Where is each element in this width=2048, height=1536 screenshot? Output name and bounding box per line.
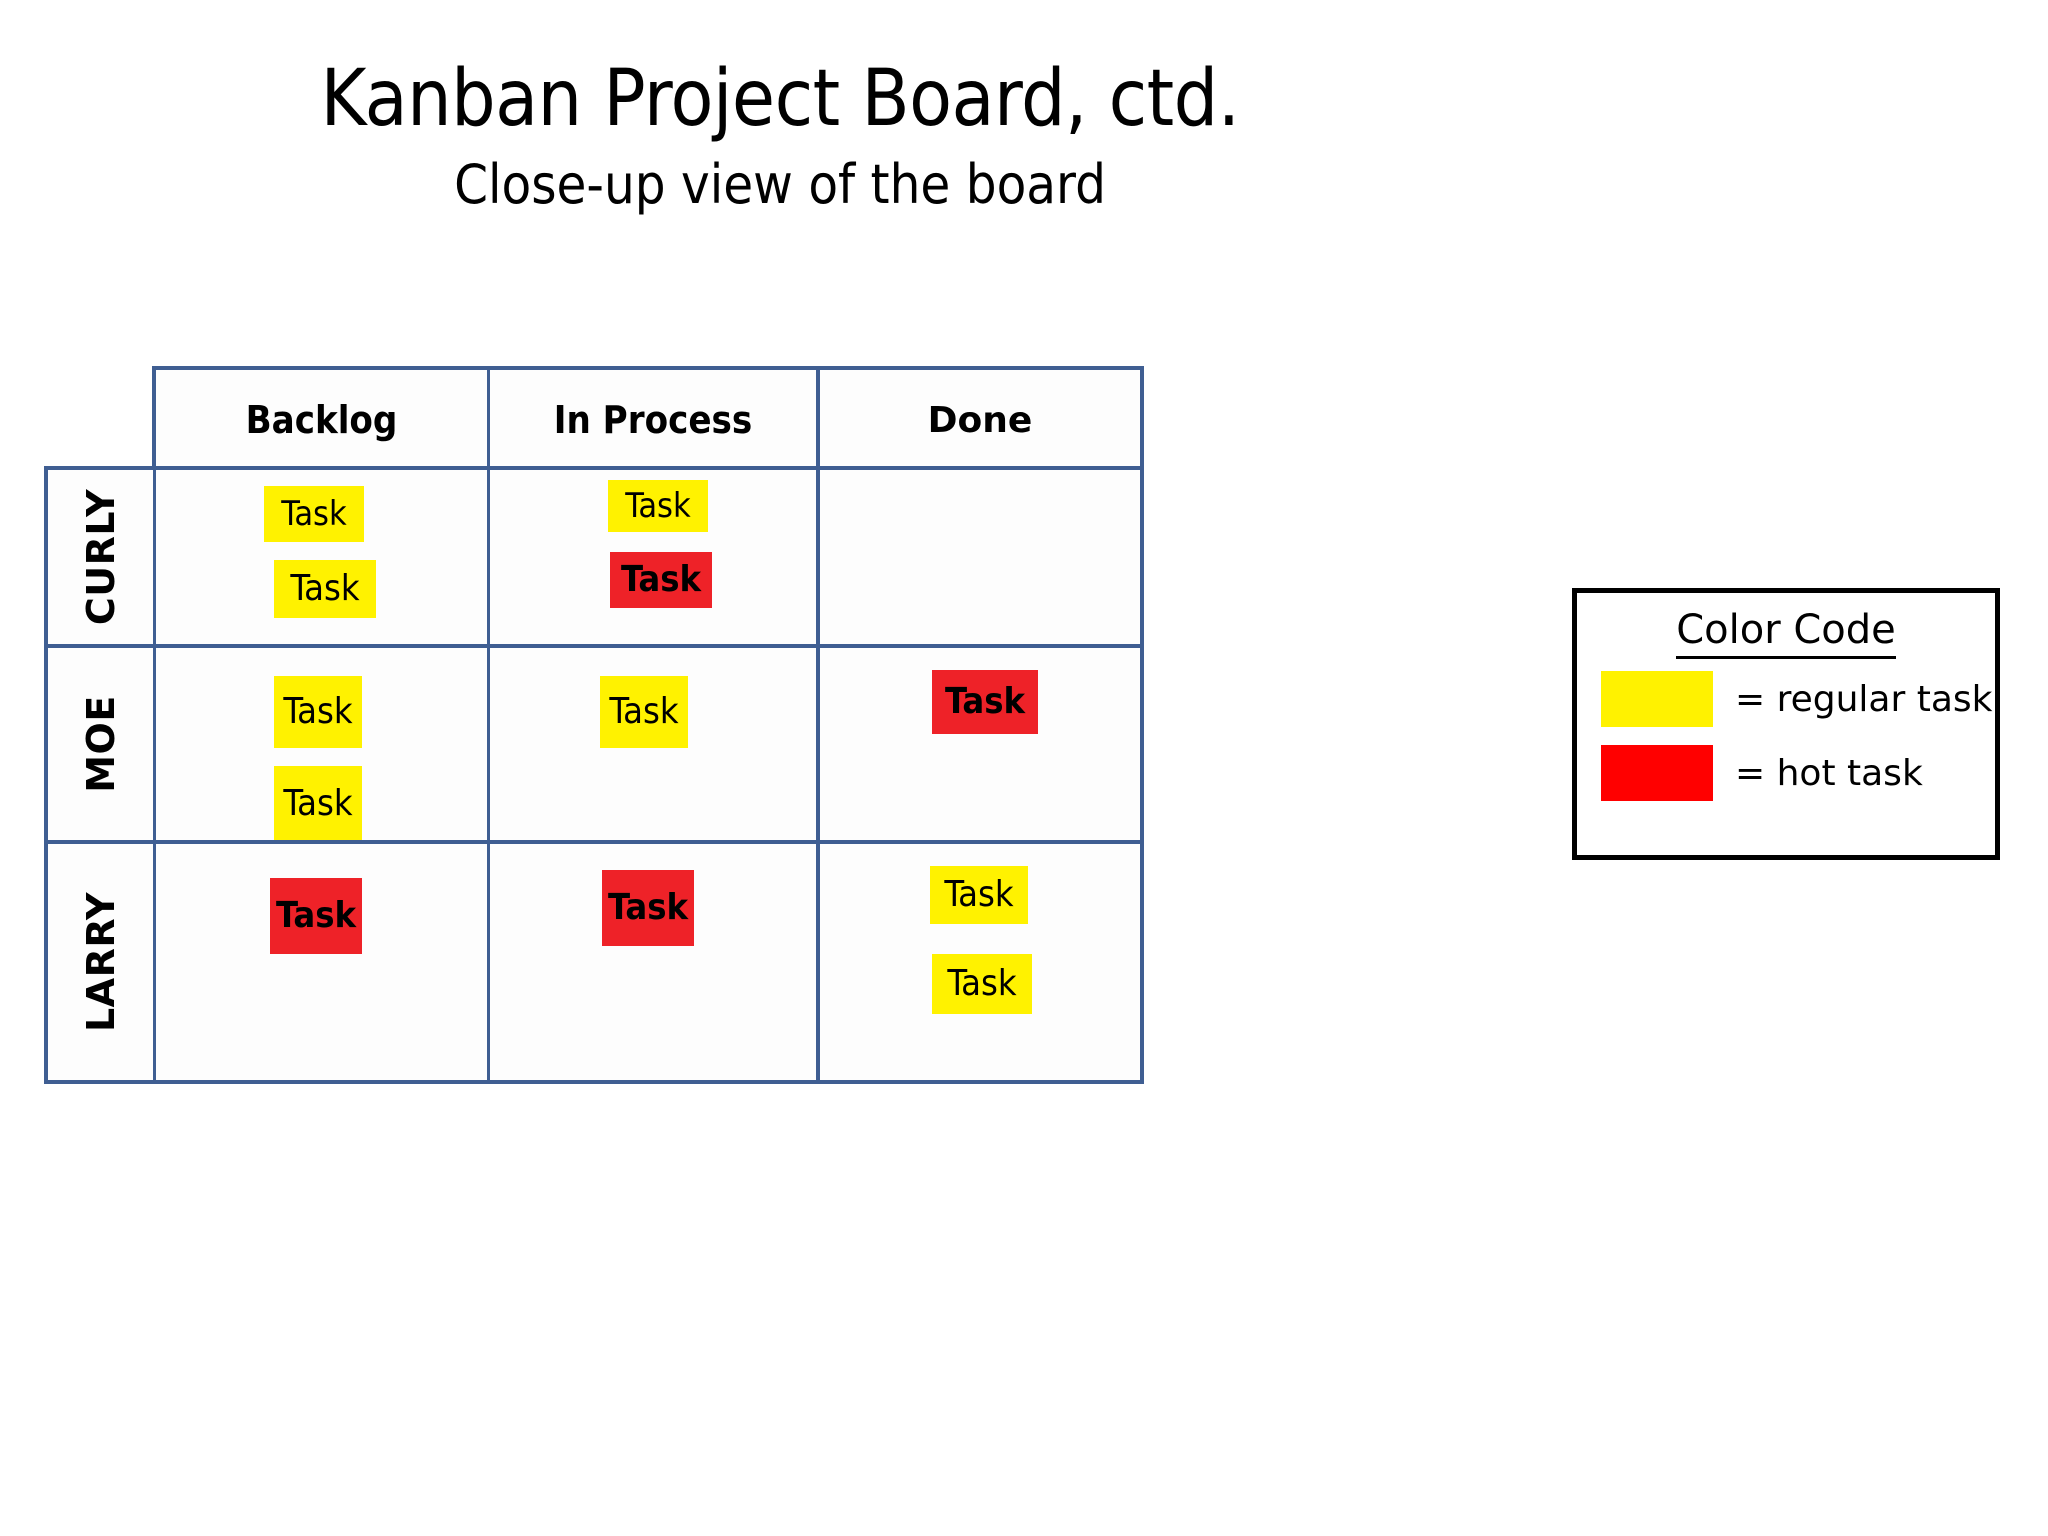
column-header-in-process[interactable]: In Process	[490, 370, 820, 470]
task-card-label: Task	[620, 559, 702, 600]
task-card[interactable]: Task	[270, 878, 362, 954]
task-card-label: Task	[275, 895, 357, 936]
title-block: Kanban Project Board, ctd. Close-up view…	[0, 58, 1560, 214]
task-card-label: Task	[609, 691, 679, 732]
column-header-done-label: Done	[927, 399, 1033, 441]
row-label-cell-larry: LARRY	[48, 844, 156, 1080]
row-label-cell-curly: CURLY	[48, 470, 156, 644]
legend-title-text: Color Code	[1676, 607, 1896, 659]
column-header-backlog-label: Backlog	[245, 398, 398, 442]
task-card[interactable]: Task	[610, 552, 712, 608]
legend-item-hot: = hot task	[1577, 745, 1995, 801]
row-label-moe: MOE	[78, 695, 123, 793]
column-header-backlog[interactable]: Backlog	[156, 370, 490, 470]
column-header-done[interactable]: Done	[820, 370, 1140, 470]
cell-larry-backlog[interactable]: Task	[156, 844, 490, 1080]
legend-title: Color Code	[1577, 607, 1995, 659]
legend-label-regular: = regular task	[1735, 678, 1993, 720]
legend-swatch-hot-icon	[1601, 745, 1713, 801]
legend-swatch-regular-icon	[1601, 671, 1713, 727]
legend-item-regular: = regular task	[1577, 671, 1995, 727]
cell-moe-done[interactable]: Task	[820, 648, 1140, 840]
task-card-label: Task	[944, 874, 1014, 915]
page-subtitle: Close-up view of the board	[454, 152, 1106, 216]
task-card[interactable]: Task	[274, 676, 362, 748]
task-card[interactable]: Task	[602, 870, 694, 946]
cell-moe-in-process[interactable]: Task	[490, 648, 820, 840]
task-card-label: Task	[944, 681, 1026, 722]
task-card-label: Task	[947, 963, 1017, 1004]
page-title: Kanban Project Board, ctd.	[320, 54, 1240, 144]
legend-label-hot: = hot task	[1735, 752, 1923, 794]
task-card-label: Task	[281, 494, 347, 534]
row-label-curly: CURLY	[78, 488, 123, 626]
task-card[interactable]: Task	[274, 560, 376, 618]
task-card[interactable]: Task	[608, 480, 708, 532]
row-label-larry: LARRY	[78, 891, 123, 1033]
color-code-legend: Color Code = regular task = hot task	[1572, 588, 2000, 860]
task-card[interactable]: Task	[932, 954, 1032, 1014]
task-card-label: Task	[283, 783, 353, 824]
task-card[interactable]: Task	[932, 670, 1038, 734]
cell-curly-done[interactable]	[820, 470, 1140, 644]
task-card-label: Task	[607, 887, 689, 928]
task-card[interactable]: Task	[274, 766, 362, 842]
task-card[interactable]: Task	[264, 486, 364, 542]
column-header-in-process-label: In Process	[553, 398, 753, 442]
task-card[interactable]: Task	[600, 676, 688, 748]
row-label-cell-moe: MOE	[48, 648, 156, 840]
task-card-label: Task	[283, 691, 353, 732]
task-card-label: Task	[290, 568, 360, 609]
task-card[interactable]: Task	[930, 866, 1028, 924]
task-card-label: Task	[625, 486, 691, 526]
cell-larry-in-process[interactable]: Task	[490, 844, 820, 1080]
board-column-headers: Backlog In Process Done	[152, 366, 1144, 474]
